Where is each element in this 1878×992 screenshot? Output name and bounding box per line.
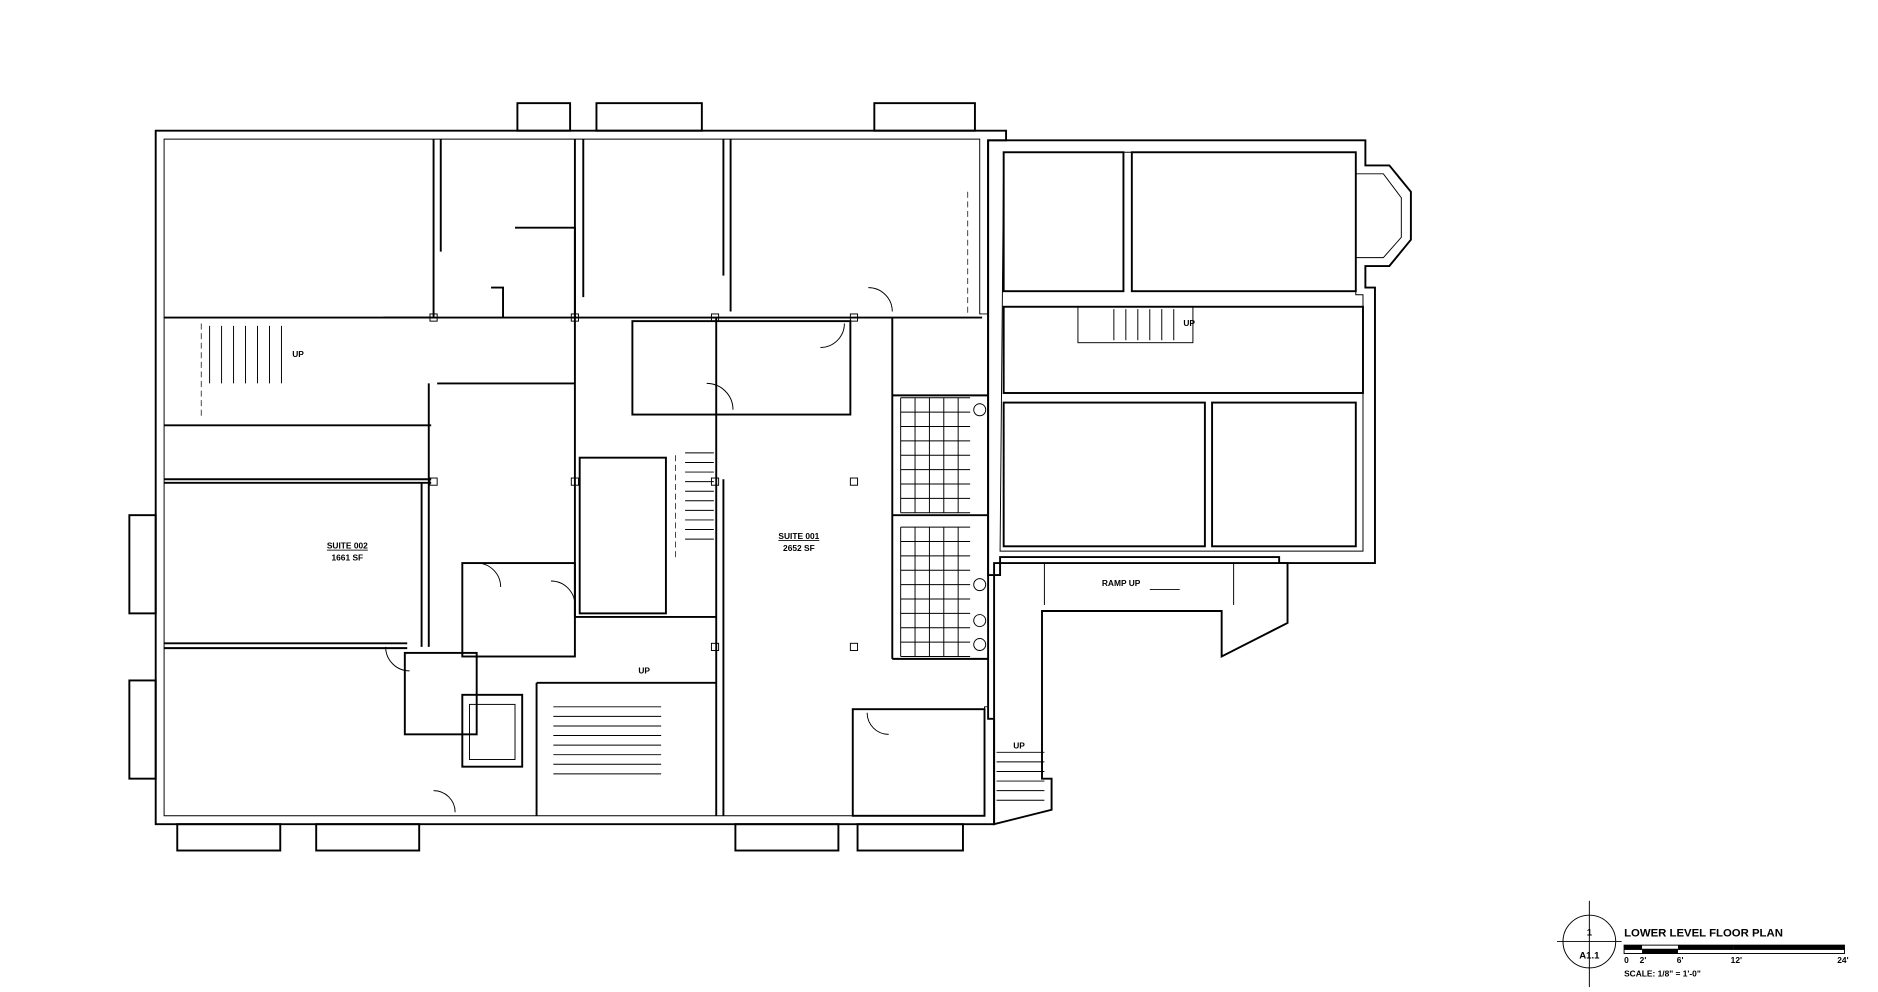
sheet-number: A1.1 [1579,950,1600,961]
east-wing-walls [987,139,1412,826]
scale-tick-24: 24' [1837,955,1848,965]
scale-tick-0: 0 [1624,955,1629,965]
suite-001-name: SUITE 001 [778,531,819,541]
scale-tick-2: 2' [1640,955,1647,965]
suite-001-area: 2652 SF [783,543,815,553]
suite-002-area: 1661 SF [331,553,363,563]
up-label-east: UP [1183,318,1195,328]
up-label-center: UP [638,665,650,675]
exterior-walls [128,102,1008,852]
drawing-title: LOWER LEVEL FLOOR PLAN [1624,928,1783,940]
scale-note: SCALE: 1/8" = 1'-0" [1624,968,1701,978]
up-label-west: UP [292,349,304,359]
restroom-tile [900,397,987,657]
scale-tick-6: 6' [1677,955,1684,965]
door-swings [385,287,893,813]
scale-bar [1623,944,1845,955]
ramp-up-label: RAMP UP [1102,578,1141,588]
columns [429,313,859,651]
suite-002-name: SUITE 002 [327,541,368,551]
interior-walls [164,139,989,817]
up-label-exterior: UP [1013,741,1025,751]
title-block: 1 A1.1 LOWER LEVEL FLOOR PLAN 0 2' 6' 12… [1557,900,1849,988]
scale-tick-12: 12' [1731,955,1742,965]
stairs [209,309,1175,801]
detail-number: 1 [1587,928,1593,939]
